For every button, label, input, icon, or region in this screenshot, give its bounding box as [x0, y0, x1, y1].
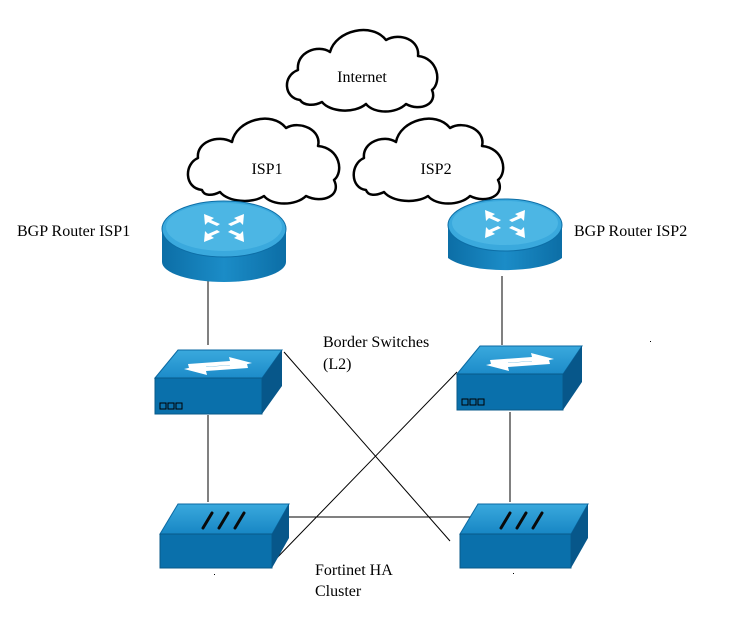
cloud-internet: Internet	[285, 28, 439, 113]
border-switch-1	[153, 349, 283, 415]
fortinet-firewall-1	[159, 503, 290, 569]
cloud-isp1: ISP1	[186, 117, 341, 205]
border-switches-label-line1: Border Switches	[323, 334, 429, 351]
cloud-label-isp1: ISP1	[251, 161, 282, 178]
switch-arrows-icon	[184, 357, 252, 375]
switch-arrows-icon	[486, 353, 554, 371]
fortinet-firewall-2	[459, 503, 589, 569]
router-isp2	[447, 198, 563, 271]
stray-mark	[650, 341, 651, 342]
router-arrows-icon	[485, 210, 525, 238]
stray-mark	[513, 573, 514, 574]
link-switch2-fw1-cross	[269, 371, 458, 566]
cloud-label-internet: Internet	[337, 69, 387, 86]
firewall-slots-icon	[201, 511, 246, 530]
border-switch-2	[455, 345, 583, 411]
switch-ports-icon	[461, 398, 485, 406]
stray-mark	[214, 574, 215, 575]
router-isp1-label: BGP Router ISP1	[17, 223, 130, 240]
router-isp1	[161, 200, 287, 282]
cloud-isp2: ISP2	[352, 117, 505, 205]
connections	[207, 276, 511, 566]
router-isp2-label: BGP Router ISP2	[574, 223, 687, 240]
router-arrows-icon	[204, 214, 244, 242]
fortinet-cluster-label-line1: Fortinet HA	[315, 562, 393, 579]
fortinet-cluster-label-line2: Cluster	[315, 583, 362, 600]
firewall-slots-icon	[499, 511, 544, 530]
cloud-label-isp2: ISP2	[420, 161, 451, 178]
link-switch1-fw2-cross	[283, 351, 451, 542]
switch-ports-icon	[159, 402, 183, 410]
border-switches-label-line2: (L2)	[323, 356, 351, 373]
